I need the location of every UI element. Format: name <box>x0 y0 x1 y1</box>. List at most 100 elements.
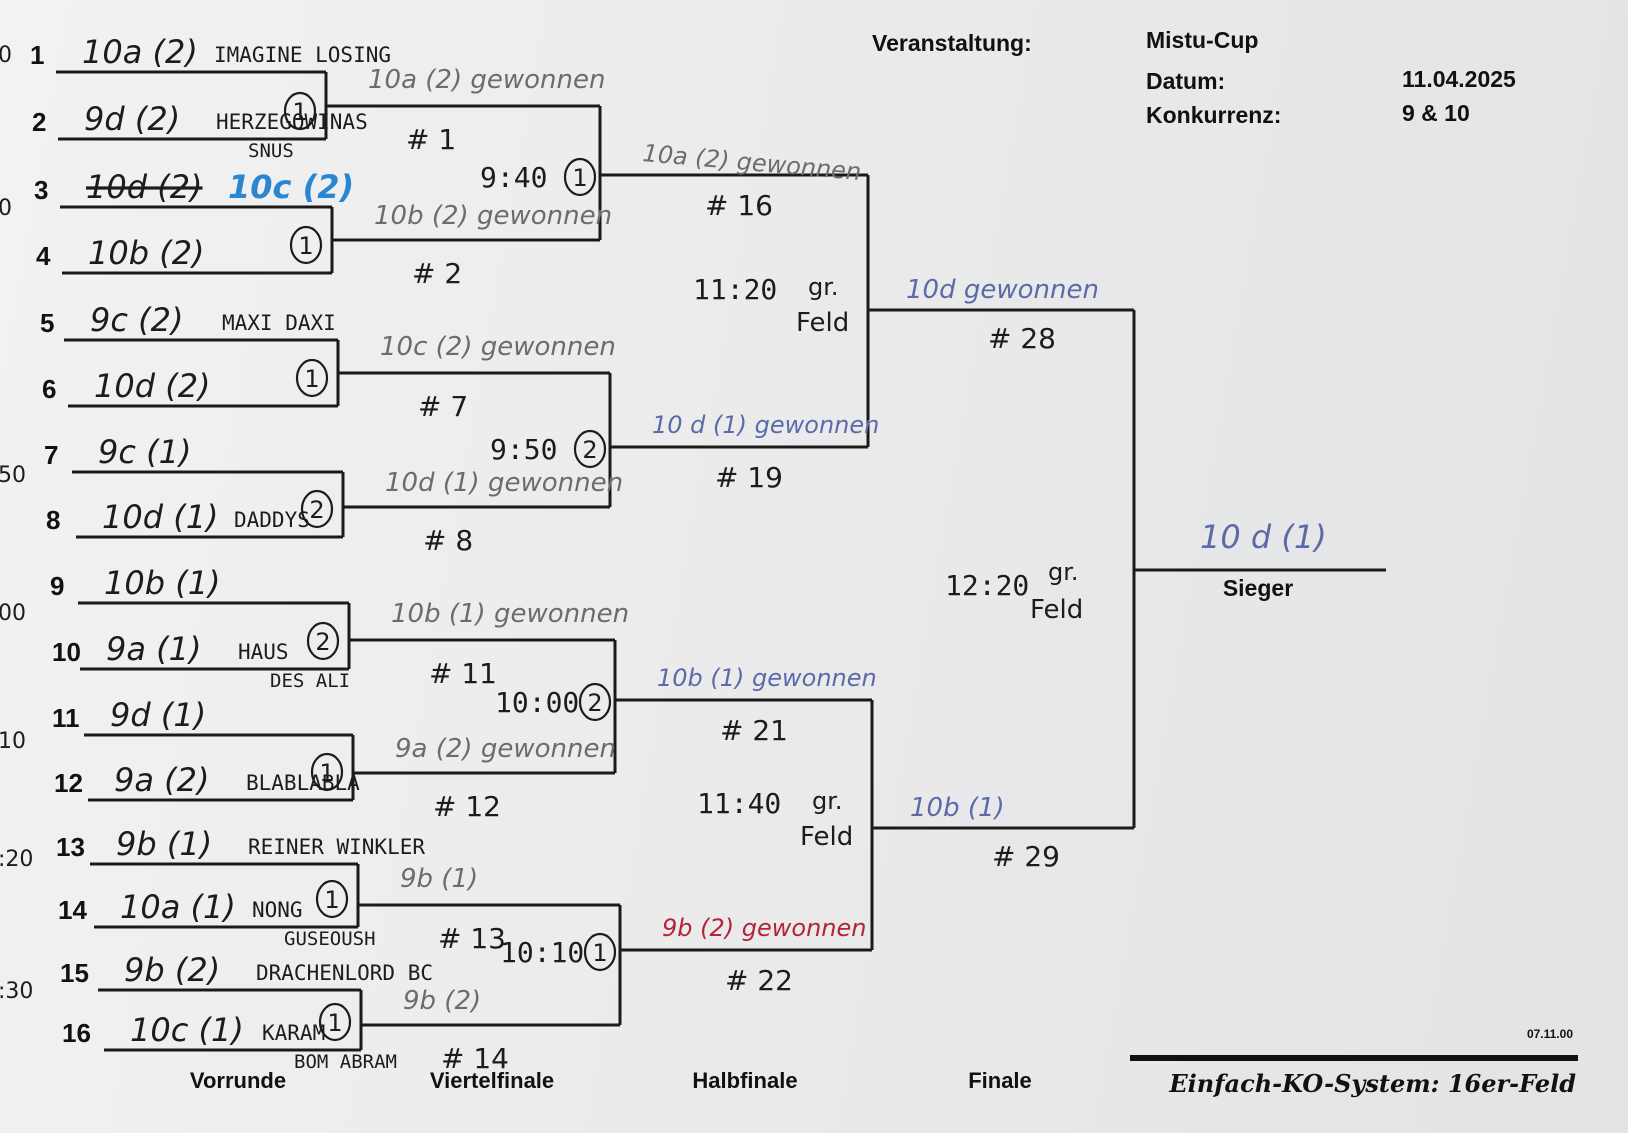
entry-team-11: 9d (1) <box>110 696 206 734</box>
bracket-lines <box>56 70 1386 1052</box>
r3-result-2: 10b (1) <box>910 793 1005 823</box>
seed-number-3: 3 <box>34 175 48 205</box>
entry-team-8: 10d (1) <box>102 498 219 536</box>
entry-note-16: KARAM <box>262 1021 325 1045</box>
footer-code: 07.11.00 <box>1527 1027 1573 1041</box>
r1-match-id-2: # 2 <box>412 257 462 290</box>
r2-time-3: 10:00 <box>495 686 579 719</box>
left-margin-time-1: 0 <box>0 196 12 221</box>
final-time: 12:20 <box>945 569 1029 602</box>
r3-field-b-1: Feld <box>796 308 849 338</box>
entry-score-4-circle <box>289 225 323 265</box>
r2-score-1: 1 <box>572 164 587 192</box>
r3-field-a-2: gr. <box>812 787 843 815</box>
round-label-4: Finale <box>968 1068 1032 1093</box>
seed-number-11: 11 <box>52 703 80 733</box>
r1-match-id-6: # 12 <box>433 790 501 823</box>
round-label-2: Viertelfinale <box>430 1068 554 1093</box>
event-label: Veranstaltung: <box>872 30 1032 56</box>
final-field-b: Feld <box>1030 595 1083 625</box>
footer-bar <box>1130 1055 1578 1061</box>
entry-team-13: 9b (1) <box>116 825 212 863</box>
r3-result-1: 10d gewonnen <box>906 275 1099 305</box>
r2-score-3: 2 <box>587 689 602 717</box>
r1-result-6: 9a (2) gewonnen <box>395 734 616 764</box>
entry-team-10: 9a (1) <box>106 630 201 668</box>
r3-time-1: 11:20 <box>693 273 777 306</box>
entry-score-16: 1 <box>327 1009 342 1037</box>
r3-time-2: 11:40 <box>697 787 781 820</box>
seed-number-4: 4 <box>36 241 51 271</box>
entry-note-14: NONG <box>252 898 303 922</box>
seed-number-12: 12 <box>54 768 83 798</box>
r1-result-1: 10a (2) gewonnen <box>368 65 605 95</box>
r1-match-id-3: # 7 <box>418 390 468 423</box>
seed-number-13: 13 <box>56 832 85 862</box>
entry-note-2: HERZEGOWINAS <box>216 110 368 134</box>
r3-field-b-2: Feld <box>800 822 853 852</box>
entry-note-12: BLABLABLA <box>246 771 360 795</box>
r2-score-2-circle <box>573 429 607 469</box>
date-label: Datum: <box>1146 68 1226 94</box>
seed-number-15: 15 <box>60 958 89 988</box>
r1-match-id-5: # 11 <box>429 657 497 690</box>
r2-result-4: 9b (2) gewonnen <box>662 914 866 942</box>
r1-result-4: 10d (1) gewonnen <box>385 468 623 498</box>
r1-match-id-4: # 8 <box>423 524 473 557</box>
entry-score-12-circle <box>310 752 344 792</box>
entry-note2-14: GUSEOUSH <box>284 928 376 950</box>
entry-note2-10: DES ALI <box>270 670 350 692</box>
entry-team-14: 10a (1) <box>120 888 236 926</box>
entry-note-8: DADDYS <box>234 508 310 532</box>
seed-number-14: 14 <box>58 895 87 925</box>
r1-match-id-8: # 14 <box>441 1042 509 1075</box>
r2-time-2: 9:50 <box>490 433 557 466</box>
r3-match-id-1: # 28 <box>988 322 1056 355</box>
r2-score-1-circle <box>563 157 597 197</box>
r2-score-2: 2 <box>582 436 597 464</box>
entry-score-12: 1 <box>319 759 334 787</box>
r1-match-id-1: # 1 <box>406 123 456 156</box>
entry-team-7: 9c (1) <box>98 433 191 471</box>
r2-time-4: 10:10 <box>500 936 584 969</box>
entry-team-6: 10d (2) <box>94 367 211 405</box>
entry-team-1: 10a (2) <box>82 33 198 71</box>
left-margin-time-5: :20 <box>0 847 33 872</box>
r2-result-1: 10a (2) gewonnen <box>641 139 862 186</box>
entry-team-4: 10b (2) <box>88 234 205 272</box>
event-value: Mistu-Cup <box>1146 27 1259 53</box>
r2-result-3: 10b (1) gewonnen <box>657 664 877 692</box>
seed-number-16: 16 <box>62 1018 91 1048</box>
entry-note-13: REINER WINKLER <box>248 835 425 859</box>
left-margin-time-3: 00 <box>0 601 26 626</box>
r3-match-id-2: # 29 <box>992 840 1060 873</box>
left-margin-time-4: 10 <box>0 729 26 754</box>
entry-note-15: DRACHENLORD BC <box>256 961 433 985</box>
entry-note2-16: BOM ABRAM <box>294 1051 397 1073</box>
seed-number-7: 7 <box>44 440 58 470</box>
entry-team-16: 10c (1) <box>130 1011 244 1049</box>
winner-label: Sieger <box>1223 575 1293 601</box>
footer-system: Einfach-KO-System: 16er-Feld <box>1168 1069 1576 1098</box>
r2-time-1: 9:40 <box>480 161 547 194</box>
entry-team-9: 10b (1) <box>104 564 221 602</box>
winner-value: 10 d (1) <box>1200 518 1327 556</box>
entry-team-2: 9d (2) <box>84 100 180 138</box>
entry-team-15: 9b (2) <box>124 951 220 989</box>
entry-team-12: 9a (2) <box>114 761 209 799</box>
r2-score-3-circle <box>578 682 612 722</box>
round-label-1: Vorrunde <box>190 1068 286 1093</box>
entry-score-8-circle <box>300 489 334 529</box>
entry-score-10: 2 <box>315 628 330 656</box>
seed-number-10: 10 <box>52 637 81 667</box>
entry-note-10: HAUS <box>238 640 289 664</box>
seed-number-1: 1 <box>30 40 44 70</box>
r2-match-id-1: # 16 <box>705 189 773 222</box>
left-margin-time-6: :30 <box>0 979 33 1004</box>
entry-correction-3: 10c (2) <box>228 168 354 206</box>
seed-number-9: 9 <box>50 571 64 601</box>
left-margin-time-0: 0 <box>0 43 12 68</box>
